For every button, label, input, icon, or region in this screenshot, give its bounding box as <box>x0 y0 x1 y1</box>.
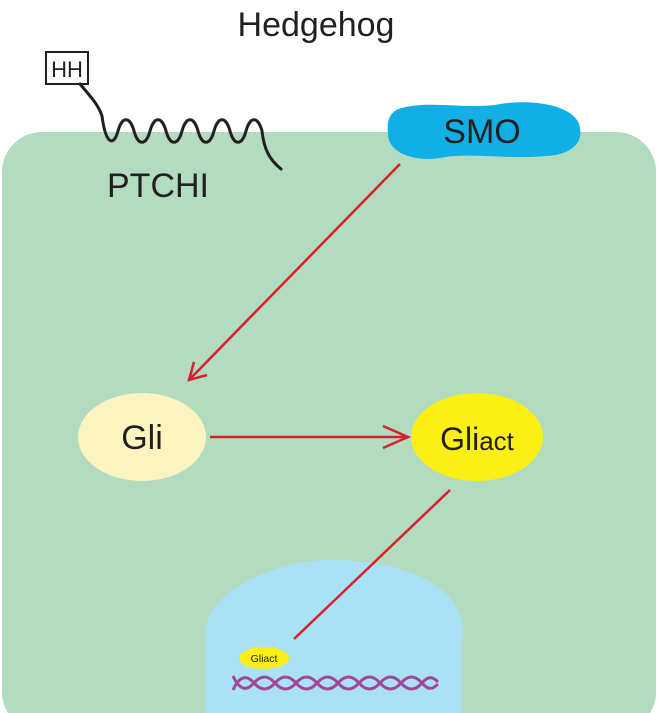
gli-label: Gli <box>121 419 163 457</box>
arrowhead-gli-to-gliact <box>382 424 412 450</box>
smo-protein <box>387 102 581 159</box>
hh-ligand-label: HH <box>51 57 83 82</box>
smo-label: SMO <box>443 113 520 151</box>
nuclear-gli-active <box>239 647 289 669</box>
nuclear-gli-label-main: Gli <box>251 653 264 665</box>
gli-active-label-main: Gli <box>440 421 479 457</box>
diagram-title: Hedgehog <box>238 6 395 44</box>
gli-active-label: Gliact <box>440 421 515 457</box>
hh-ligand-box <box>45 51 89 85</box>
line-gliact-to-dna <box>293 489 451 640</box>
gli-active-protein <box>411 393 543 481</box>
gli-active-label-sub: act <box>479 426 514 456</box>
arrowhead-smo-to-gli <box>187 361 208 382</box>
dna-strand-b <box>231 675 440 691</box>
ptch1-receptor <box>78 82 283 171</box>
nuclear-gli-label-sub: act <box>263 653 277 665</box>
gli-protein <box>78 393 206 481</box>
cell-body <box>2 132 656 713</box>
nucleus <box>204 560 463 713</box>
nuclear-gli-active-label: Gliact <box>251 653 278 665</box>
arrow-smo-to-gli <box>188 163 401 381</box>
ptch1-label: PTCHI <box>107 167 209 205</box>
